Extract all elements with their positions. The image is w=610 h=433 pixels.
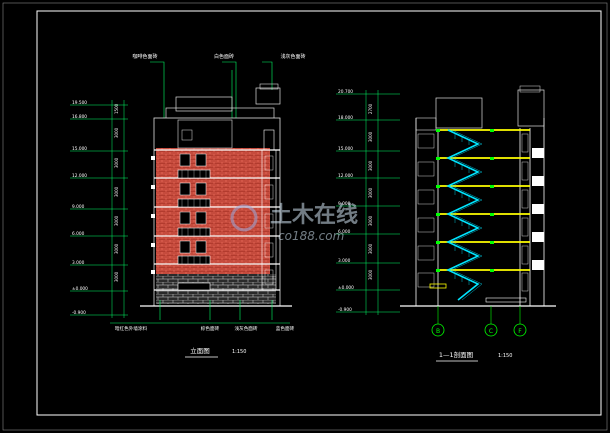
drawing-frame — [36, 10, 602, 416]
elevation-dim-1: 1500 — [114, 103, 119, 114]
elevation-building — [140, 83, 292, 307]
elevation-dim-2: 3000 — [114, 127, 119, 138]
section-dim-7: 3000 — [368, 269, 373, 280]
section-scale: 1:150 — [498, 353, 512, 359]
section-view: 20.700 18.000 15.000 12.000 9.000 6.000 … — [336, 85, 556, 362]
section-level-8: ±0.000 — [338, 285, 354, 291]
section-dim-3: 3000 — [368, 160, 373, 171]
section-level-9: -0.900 — [338, 307, 352, 313]
axis-bubble-c: C — [484, 323, 498, 337]
elevation-dim-6: 3000 — [114, 243, 119, 254]
section-dim-2: 3000 — [368, 131, 373, 142]
elevation-bottom-callout-3: 浅灰色面砖 — [235, 325, 258, 332]
section-level-7: 3.000 — [338, 258, 351, 264]
section-level-3: 15.000 — [338, 146, 353, 152]
section-level-4: 12.000 — [338, 173, 353, 179]
elevation-level-2: 16.800 — [72, 114, 87, 120]
elevation-level-8: ±0.000 — [72, 286, 88, 292]
section-level-marks: 20.700 18.000 15.000 12.000 9.000 6.000 … — [338, 89, 354, 313]
elevation-bottom-callout-4: 蓝色面砖 — [276, 325, 295, 332]
section-dim-5: 3000 — [368, 215, 373, 226]
elevation-bottom-leaders — [110, 300, 290, 324]
section-dims: 2700 3000 3000 3000 3000 3000 3000 — [368, 103, 373, 280]
elevation-level-3: 15.000 — [72, 146, 87, 152]
section-dim-1: 2700 — [368, 103, 373, 114]
elevation-callout-3: 浅灰色面砖 — [280, 53, 305, 60]
elevation-level-lines — [70, 100, 128, 318]
elevation-bottom-callout-1: 暗红色外墙涂料 — [115, 325, 148, 332]
section-level-2: 18.000 — [338, 115, 353, 121]
section-axis-lines — [437, 306, 521, 324]
elevation-level-6: 6.000 — [72, 231, 85, 237]
watermark-text-en: co188.com — [278, 229, 344, 243]
axis-bubble-b: B — [431, 323, 445, 337]
elevation-dims: 1500 3000 3000 3000 3000 3000 3000 — [114, 103, 119, 282]
section-level-lines — [336, 90, 400, 315]
section-level-5: 9.000 — [338, 201, 351, 207]
elevation-bottom-callout-2: 棕色面砖 — [201, 325, 220, 332]
section-title: 1—1剖面图 — [439, 350, 473, 359]
axis-bubble-f: F — [513, 323, 527, 337]
watermark: 土木在线 co188.com — [230, 202, 358, 243]
elevation-level-7: 3.000 — [72, 260, 85, 266]
elevation-callout-1: 咖啡色面砖 — [132, 53, 157, 60]
svg-text:C: C — [489, 328, 493, 335]
elevation-title: 立面图 — [190, 346, 210, 355]
elevation-scale: 1:150 — [232, 349, 246, 355]
elevation-level-9: -0.900 — [72, 310, 86, 316]
elevation-dim-3: 3000 — [114, 157, 119, 168]
elevation-dim-7: 3000 — [114, 271, 119, 282]
elevation-view: 咖啡色面砖 白色面砖 浅灰色面砖 19.500 16.800 15.000 12… — [70, 53, 306, 358]
svg-text:F: F — [518, 328, 522, 335]
section-level-1: 20.700 — [338, 89, 353, 95]
elevation-callout-2: 白色面砖 — [214, 53, 234, 60]
section-building — [400, 85, 556, 307]
section-level-6: 6.000 — [338, 229, 351, 235]
section-stairs — [446, 129, 480, 301]
elevation-level-1: 19.500 — [72, 100, 87, 106]
elevation-level-4: 12.000 — [72, 173, 87, 179]
section-dim-6: 3000 — [368, 243, 373, 254]
elevation-level-5: 9.000 — [72, 204, 85, 210]
elevation-dim-5: 3000 — [114, 215, 119, 226]
elevation-dim-4: 3000 — [114, 186, 119, 197]
watermark-text-cn: 土木在线 — [270, 202, 358, 228]
elevation-level-marks: 19.500 16.800 15.000 12.000 9.000 6.000 … — [72, 100, 88, 316]
section-dim-4: 3000 — [368, 187, 373, 198]
svg-text:B: B — [436, 328, 440, 335]
